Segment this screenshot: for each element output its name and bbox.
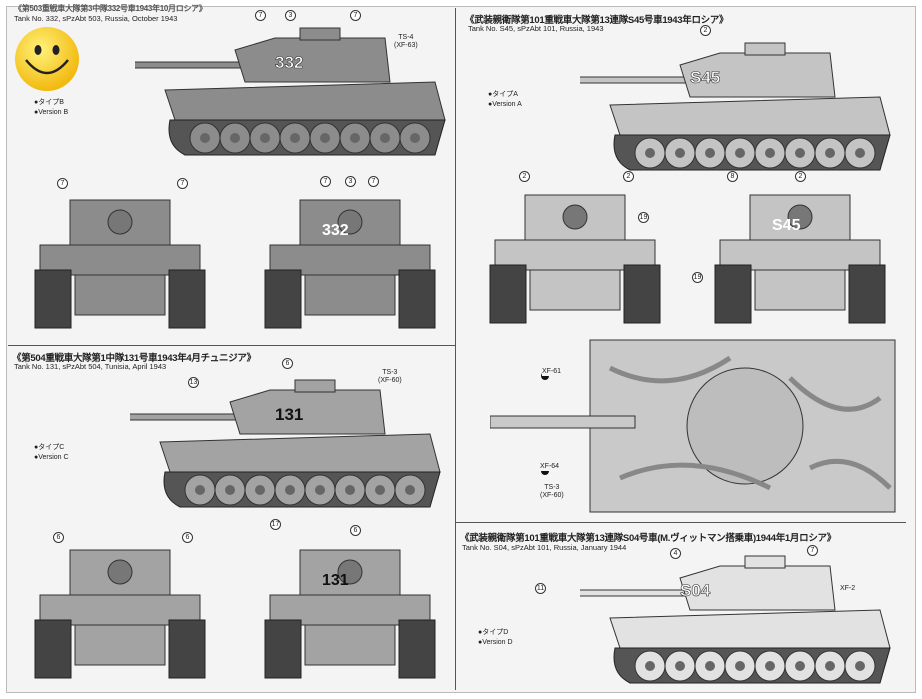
section-title-jp: 《武装親衛隊第101重戦車大隊第13連隊S45号車1943年ロシア》 — [465, 15, 729, 26]
section-title-en: Tank No. S45, sPzAbt 101, Russia, 1943 — [468, 24, 604, 33]
tank-number: 332 — [275, 53, 303, 72]
tank-332-rear-view: 332 — [264, 199, 436, 329]
paint-label: TS-3(XF-60) — [540, 484, 564, 500]
callout: 6 — [53, 532, 64, 543]
callout: 19 — [692, 272, 703, 283]
tank-s45-rear-view: S45 — [714, 194, 886, 324]
smiley-face-icon — [15, 27, 79, 91]
version-label: ●タイプB ●Version B — [34, 98, 68, 118]
version-label: ●タイプD●Version D — [478, 629, 513, 646]
callout: 6 — [282, 358, 293, 369]
column-divider — [455, 8, 456, 690]
callout: 7 — [807, 545, 818, 556]
callout: 6 — [182, 532, 193, 543]
tank-332-side-view: 332 — [135, 27, 446, 156]
paint-label: XF-61 — [542, 368, 562, 376]
version-jp: ●タイプB — [34, 99, 64, 106]
tank-number: S45 — [772, 217, 801, 234]
callout: 2 — [700, 25, 711, 36]
section-title-jp: 《第503重戦車大隊第3中隊332号車1943年10月ロシア》 — [14, 4, 207, 13]
section-title-jp: 《第504重戦車大隊第1中隊131号車1943年4月チュニジア》 — [12, 353, 256, 364]
paint-label: TS-4(XF-63) — [394, 34, 418, 50]
tank-s45-side-view: S45 — [580, 42, 891, 171]
tank-332-front-view — [34, 199, 206, 329]
tank-131-side-view: 131 — [130, 379, 441, 508]
callout: 2 — [795, 171, 806, 182]
section-divider — [456, 522, 906, 523]
callout: 7 — [177, 178, 188, 189]
tank-top-view — [490, 339, 896, 513]
callout: 3 — [285, 10, 296, 21]
callout: 19 — [638, 212, 649, 223]
callout: 7 — [255, 10, 266, 21]
tank-s04-side-view: S04 — [580, 555, 891, 684]
callout: 7 — [350, 10, 361, 21]
callout: 2 — [623, 171, 634, 182]
version-label: ●タイプC●Version C — [34, 444, 69, 461]
callout: 11 — [535, 583, 546, 594]
paint-label: XF-2 — [840, 585, 856, 593]
section-title-en: Tank No. S04, sPzAbt 101, Russia, Januar… — [462, 543, 627, 552]
callout: 13 — [188, 377, 199, 388]
tank-number: 131 — [275, 405, 303, 424]
section-title-en: Tank No. 131, sPzAbt 504, Tunisia, April… — [14, 362, 167, 371]
section-title-en: Tank No. 332, sPzAbt 503, Russia, Octobe… — [14, 14, 178, 23]
tank-number: 131 — [322, 572, 349, 589]
callout: 3 — [345, 176, 356, 187]
callout: 7 — [368, 176, 379, 187]
tank-number: 332 — [322, 222, 349, 239]
callout: 6 — [350, 525, 361, 536]
section-title-jp: 《武装親衛隊第101重戦車大隊第13連隊S04号車(M.ヴィットマン搭乗車)19… — [460, 533, 836, 544]
callout: 2 — [519, 171, 530, 182]
section-divider — [8, 345, 455, 346]
tank-number: S45 — [690, 68, 720, 87]
paint-label: TS-3(XF-60) — [378, 369, 402, 385]
callout: 8 — [727, 171, 738, 182]
callout: 4 — [670, 548, 681, 559]
callout: 7 — [57, 178, 68, 189]
tank-s45-front-view — [489, 194, 661, 324]
version-en: ●Version B — [34, 109, 69, 116]
tank-131-front-view — [34, 549, 206, 679]
callout: 17 — [270, 519, 281, 530]
paint-label: XF-64 — [540, 463, 560, 471]
tank-131-rear-view: 131 — [264, 549, 436, 679]
tank-number: S04 — [680, 581, 711, 600]
callout: 7 — [320, 176, 331, 187]
version-label: ●タイプA●Version A — [488, 91, 522, 108]
